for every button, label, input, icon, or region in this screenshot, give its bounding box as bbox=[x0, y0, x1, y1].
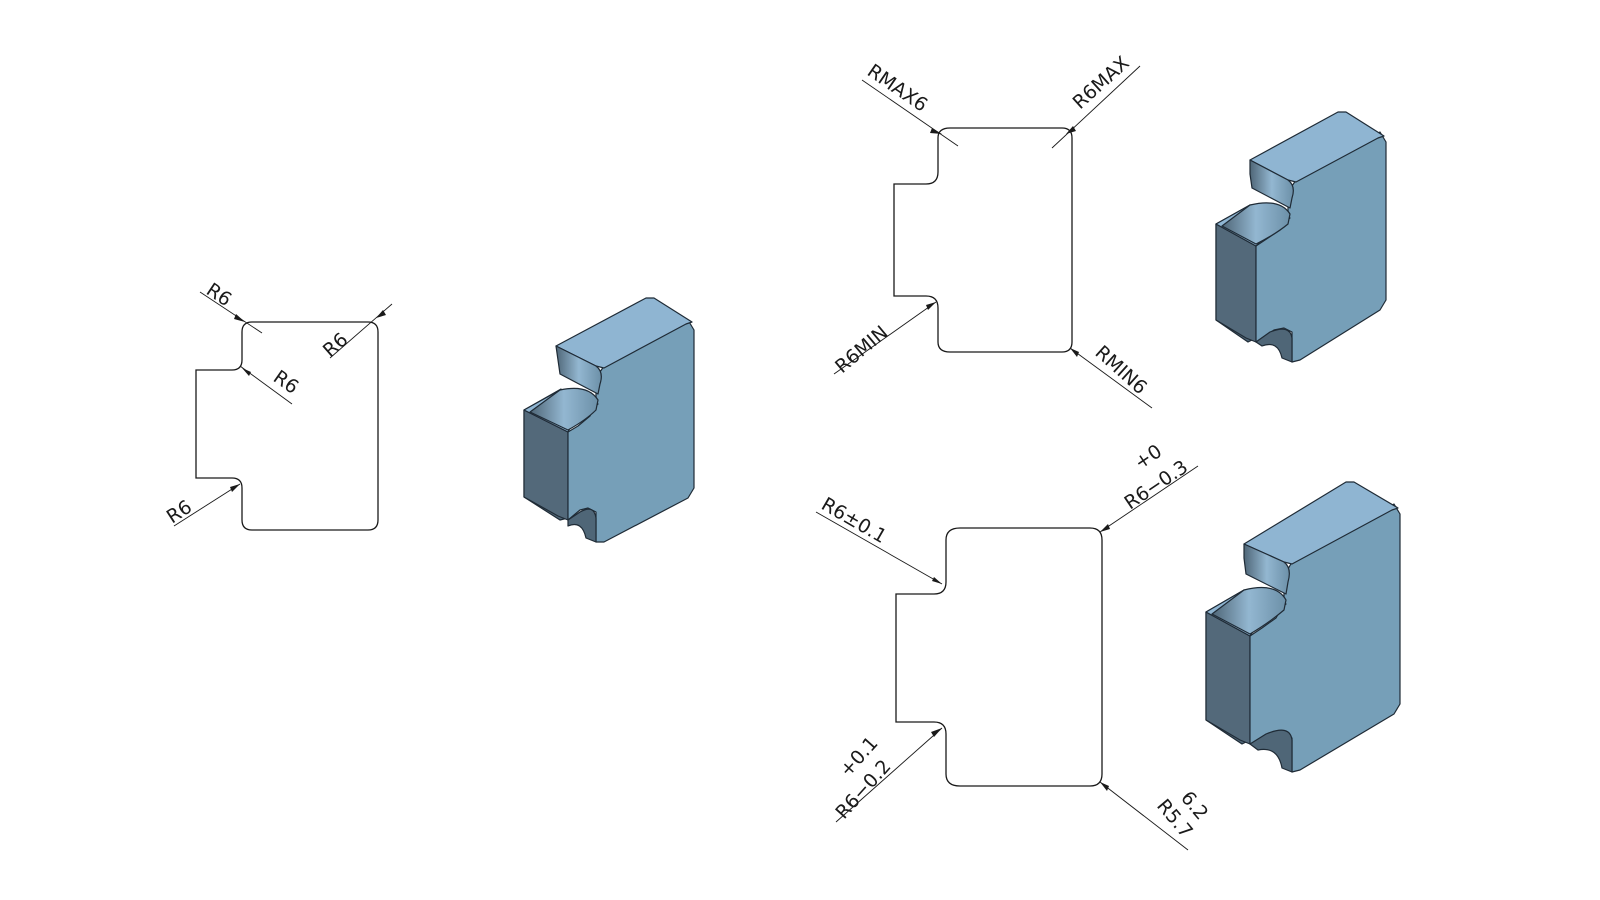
model-1-isometric bbox=[523, 297, 695, 543]
drawing-1-dim-top-left: R6 bbox=[199, 279, 263, 334]
drawing-3-dim-inner-top: R6±0.1 bbox=[815, 493, 943, 585]
drawing-2-profile bbox=[893, 127, 1073, 353]
model-2-isometric bbox=[1215, 111, 1387, 363]
dim-label: R6±0.1 bbox=[818, 493, 891, 548]
drawing-2-dim-top-right: R6MAX bbox=[1051, 52, 1141, 149]
drawing-3-dim-inner-bottom: +0.1 R6−0.2 bbox=[831, 727, 943, 823]
drawing-3-dim-bottom-right: 6.2 R5.7 bbox=[1099, 781, 1212, 851]
drawing-1-dim-inner-top: R6 bbox=[239, 365, 302, 405]
drawing-3-dim-top-right: +0 R6−0.3 bbox=[1099, 440, 1199, 533]
dim-label: R6 bbox=[202, 279, 235, 311]
drawing-2-dim-top-left: RMAX6 bbox=[861, 60, 959, 147]
dim-label: R6MIN bbox=[831, 321, 892, 377]
model-3-isometric bbox=[1205, 481, 1401, 773]
dim-label: R6 bbox=[269, 366, 302, 399]
dim-label: R6MAX bbox=[1069, 52, 1134, 114]
drawing-1-profile bbox=[195, 321, 379, 531]
drawing-3-profile bbox=[895, 527, 1103, 787]
dim-label: R6 bbox=[163, 496, 196, 528]
drawing-1-dim-inner-bottom: R6 bbox=[163, 483, 241, 528]
drawing-2-dim-bottom-right: RMIN6 bbox=[1069, 341, 1153, 409]
dim-label: R6 bbox=[319, 329, 353, 362]
drawing-2-dim-inner-bottom: R6MIN bbox=[831, 301, 937, 378]
drawing-1-dim-top-right: R6 bbox=[319, 303, 393, 362]
